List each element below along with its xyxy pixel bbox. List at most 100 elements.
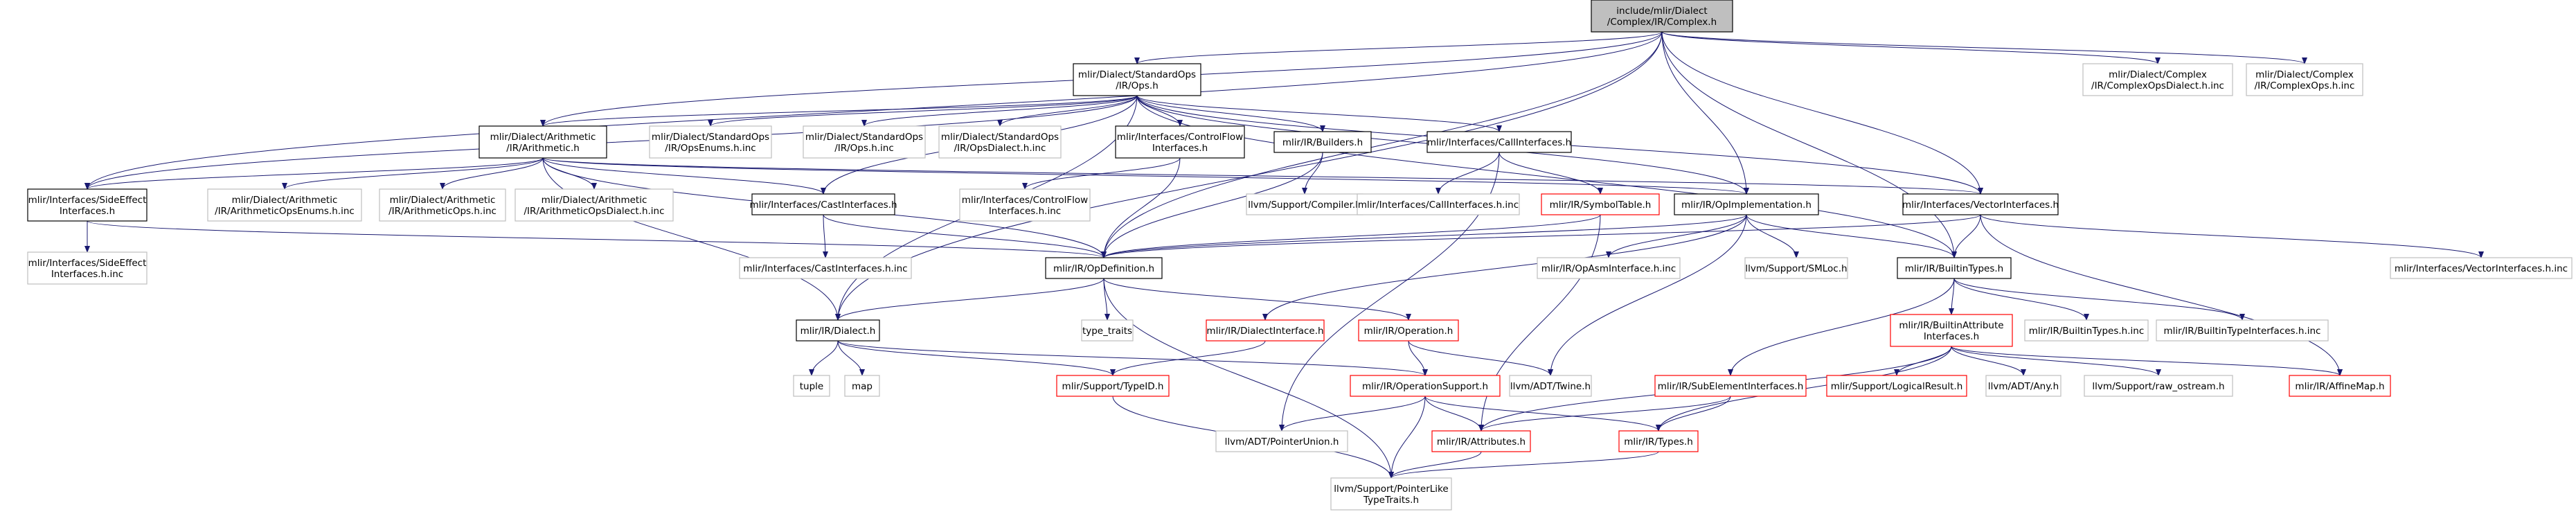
node-box bbox=[1045, 257, 1163, 279]
graph-node-complex-h[interactable]: include/mlir/Dialect/Complex/IR/Complex.… bbox=[1591, 0, 1733, 33]
graph-node-subelement-h[interactable]: mlir/IR/SubElementInterfaces.h bbox=[1654, 375, 1807, 397]
include-edge-builtintypes-h-to-builtinattrif-h bbox=[1949, 278, 1955, 315]
include-edge-complex-h-to-std-ops-h bbox=[1134, 31, 1663, 64]
graph-node-callif-h[interactable]: mlir/Interfaces/CallInterfaces.h bbox=[1426, 131, 1572, 153]
include-edge-builtinattrif-h-to-affinemap-h bbox=[1951, 346, 2343, 376]
node-label: /IR/OpsEnums.h.inc bbox=[665, 143, 755, 154]
node-box bbox=[938, 125, 1062, 159]
node-box bbox=[1509, 375, 1592, 397]
graph-node-arith-enums-inc: mlir/Dialect/Arithmetic/IR/ArithmeticOps… bbox=[207, 188, 362, 222]
graph-node-symboltable-h[interactable]: mlir/IR/SymbolTable.h bbox=[1541, 193, 1660, 215]
graph-node-std-ops-h[interactable]: mlir/Dialect/StandardOps/IR/Ops.h bbox=[1073, 63, 1201, 96]
node-box bbox=[1073, 63, 1201, 96]
node-label: mlir/IR/OpAsmInterface.h.inc bbox=[1541, 263, 1676, 274]
node-box bbox=[2024, 319, 2149, 342]
node-label: mlir/IR/Operation.h bbox=[1364, 326, 1454, 337]
include-edge-opimpl-h-to-opasm-inc bbox=[1606, 214, 1747, 258]
node-label: llvm/Support/SMLoc.h bbox=[1745, 263, 1847, 274]
node-box bbox=[27, 188, 147, 222]
graph-node-builtintypes-h[interactable]: mlir/IR/BuiltinTypes.h bbox=[1897, 257, 2012, 279]
include-edge-builtintypes-h-to-builtintypeif-inc bbox=[1953, 278, 2245, 321]
node-label: Interfaces.h bbox=[60, 206, 115, 217]
node-label: mlir/IR/Types.h bbox=[1624, 436, 1693, 447]
graph-node-types-h[interactable]: mlir/IR/Types.h bbox=[1618, 430, 1699, 452]
include-edge-operation-h-to-opsupport-h bbox=[1408, 340, 1428, 376]
node-label: mlir/IR/BuiltinTypes.h bbox=[1905, 263, 2003, 274]
node-box bbox=[1826, 375, 1967, 397]
node-label: mlir/Support/LogicalResult.h bbox=[1831, 381, 1963, 392]
node-label: Interfaces.h bbox=[1152, 143, 1208, 154]
include-edge-symboltable-h-to-attributes-h bbox=[1478, 214, 1601, 432]
node-label: /Complex/IR/Complex.h bbox=[1607, 17, 1717, 28]
node-label: /IR/ArithmeticOps.h.inc bbox=[388, 206, 497, 217]
include-edge-vectorif-h-to-vectorif-inc bbox=[1980, 214, 2484, 258]
node-box bbox=[1541, 193, 1660, 215]
graph-node-dialectif-h[interactable]: mlir/IR/DialectInterface.h bbox=[1206, 319, 1325, 342]
node-box bbox=[1890, 314, 2013, 347]
graph-node-attributes-h[interactable]: mlir/IR/Attributes.h bbox=[1431, 430, 1531, 452]
graph-node-logicalresult-h[interactable]: mlir/Support/LogicalResult.h bbox=[1826, 375, 1967, 397]
include-edge-std-ops-h-to-std-ops-inc bbox=[861, 95, 1138, 127]
node-box bbox=[1115, 125, 1245, 159]
graph-node-castif-h[interactable]: mlir/Interfaces/CastInterfaces.h bbox=[749, 193, 897, 215]
graph-node-tuple: tuple bbox=[793, 375, 830, 397]
node-box bbox=[1206, 319, 1325, 342]
include-edge-castif-h-to-castif-inc bbox=[822, 214, 828, 258]
node-label: tuple bbox=[800, 381, 823, 392]
include-edge-opsupport-h-to-ptrlike-h bbox=[1388, 396, 1426, 479]
graph-node-typeid-h[interactable]: mlir/Support/TypeID.h bbox=[1056, 375, 1170, 397]
node-label: Interfaces.h.inc bbox=[989, 206, 1061, 217]
node-label: /IR/ComplexOpsDialect.h.inc bbox=[2091, 80, 2224, 91]
graph-node-type-traits: type_traits bbox=[1081, 319, 1134, 342]
include-edge-std-ops-h-to-builtintypes-h bbox=[1136, 95, 1957, 258]
include-edge-builtinattrif-h-to-raw-ostream-h bbox=[1951, 346, 2161, 376]
graph-node-smloc-h: llvm/Support/SMLoc.h bbox=[1744, 257, 1848, 279]
include-edge-builtintypes-h-to-subelement-h bbox=[1728, 278, 1955, 376]
node-label: mlir/Interfaces/SideEffect bbox=[28, 195, 147, 206]
include-edge-complex-h-to-sideeffect-h bbox=[84, 31, 1663, 190]
graph-node-opimpl-h[interactable]: mlir/IR/OpImplementation.h bbox=[1674, 193, 1819, 215]
node-label: mlir/Dialect/StandardOps bbox=[805, 132, 923, 143]
include-edge-vectorif-h-to-opdef-h bbox=[1101, 214, 1981, 258]
graph-node-vectorif-h[interactable]: mlir/Interfaces/VectorInterfaces.h bbox=[1902, 193, 2059, 215]
node-label: mlir/Interfaces/ControlFlow bbox=[1117, 132, 1243, 143]
include-edge-dialect-h-to-opsupport-h bbox=[837, 340, 1428, 376]
node-box bbox=[1350, 375, 1501, 397]
node-box bbox=[2390, 257, 2573, 279]
graph-node-operation-h[interactable]: mlir/IR/Operation.h bbox=[1358, 319, 1459, 342]
node-box bbox=[649, 125, 772, 159]
include-edge-dialect-h-to-tuple bbox=[809, 340, 839, 376]
node-box bbox=[515, 188, 674, 222]
graph-node-raw-ostream-h: llvm/Support/raw_ostream.h bbox=[2084, 375, 2233, 397]
node-box bbox=[1330, 477, 1452, 511]
node-label: mlir/IR/OpImplementation.h bbox=[1681, 200, 1812, 211]
include-edge-dialect-h-to-typeid-h bbox=[837, 340, 1116, 376]
node-box bbox=[1744, 257, 1848, 279]
include-edge-arith-h-to-arith-ops-inc bbox=[440, 157, 544, 190]
include-edge-arith-h-to-opimpl-h bbox=[542, 157, 1749, 195]
node-box bbox=[2156, 319, 2329, 342]
graph-node-arith-h[interactable]: mlir/Dialect/Arithmetic/IR/Arithmetic.h bbox=[478, 125, 607, 159]
node-label: mlir/Interfaces/VectorInterfaces.h.inc bbox=[2395, 263, 2568, 274]
include-edge-controlflow-h-to-controlflow-inc bbox=[1022, 157, 1181, 190]
graph-node-std-enums-inc: mlir/Dialect/StandardOps/IR/OpsEnums.h.i… bbox=[649, 125, 772, 159]
node-label: llvm/ADT/Any.h bbox=[1988, 381, 2059, 392]
graph-node-opsupport-h[interactable]: mlir/IR/OperationSupport.h bbox=[1350, 375, 1501, 397]
node-box bbox=[796, 319, 880, 342]
graph-node-opdef-h[interactable]: mlir/IR/OpDefinition.h bbox=[1045, 257, 1163, 279]
graph-node-dialect-h[interactable]: mlir/IR/Dialect.h bbox=[796, 319, 880, 342]
include-edge-builtinattrif-h-to-any-h bbox=[1951, 346, 2026, 376]
graph-node-affinemap-h[interactable]: mlir/IR/AffineMap.h bbox=[2289, 375, 2391, 397]
node-box bbox=[1426, 131, 1572, 153]
node-label: mlir/IR/Dialect.h bbox=[800, 326, 876, 337]
include-edge-complex-h-to-complex-ops-inc bbox=[1661, 31, 2307, 64]
graph-node-builders-h[interactable]: mlir/IR/Builders.h bbox=[1273, 131, 1372, 153]
node-box bbox=[844, 375, 880, 397]
include-edge-builtintypes-h-to-builtintypes-inc bbox=[1953, 278, 2089, 321]
node-label: /IR/Ops.h bbox=[1116, 80, 1159, 91]
graph-node-castif-inc: mlir/Interfaces/CastInterfaces.h.inc bbox=[739, 257, 912, 279]
